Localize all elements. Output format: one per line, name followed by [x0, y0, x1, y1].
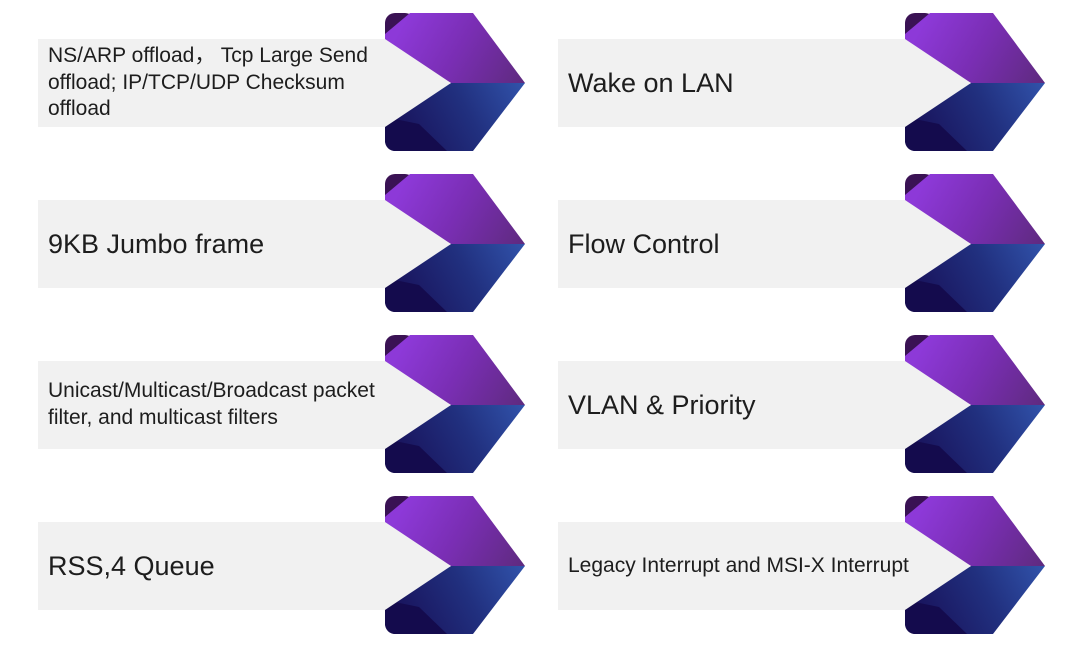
feature-label-bar: RSS,4 Queue [38, 522, 451, 610]
feature-item: Legacy Interrupt and MSI-X Interrupt [540, 493, 1060, 649]
feature-label: VLAN & Priority [568, 389, 756, 420]
feature-label: Flow Control [568, 228, 720, 259]
feature-item: RSS,4 Queue [20, 493, 540, 649]
feature-item: 9KB Jumbo frame [20, 171, 540, 332]
feature-label: 9KB Jumbo frame [48, 228, 265, 259]
feature-label: Legacy Interrupt and MSI-X Interrupt [568, 553, 909, 577]
feature-item: Flow Control [540, 171, 1060, 332]
feature-label: NS/ARP offload， Tcp Large Send offload; … [48, 43, 368, 121]
feature-label-bar: VLAN & Priority [558, 361, 971, 449]
feature-item: Unicast/Multicast/Broadcast packet filte… [20, 332, 540, 493]
feature-label: RSS,4 Queue [48, 550, 215, 581]
feature-label-bar: Flow Control [558, 200, 971, 288]
feature-label-bar: NS/ARP offload， Tcp Large Send offload; … [38, 39, 451, 127]
feature-label: Wake on LAN [568, 67, 734, 98]
feature-label: Unicast/Multicast/Broadcast packet filte… [48, 379, 375, 429]
feature-label-bar: Wake on LAN [558, 39, 971, 127]
feature-label-bar: Legacy Interrupt and MSI-X Interrupt [558, 522, 971, 610]
feature-item: VLAN & Priority [540, 332, 1060, 493]
feature-item: NS/ARP offload， Tcp Large Send offload; … [20, 10, 540, 171]
feature-item: Wake on LAN [540, 10, 1060, 171]
feature-label-bar: 9KB Jumbo frame [38, 200, 451, 288]
feature-label-bar: Unicast/Multicast/Broadcast packet filte… [38, 361, 451, 449]
